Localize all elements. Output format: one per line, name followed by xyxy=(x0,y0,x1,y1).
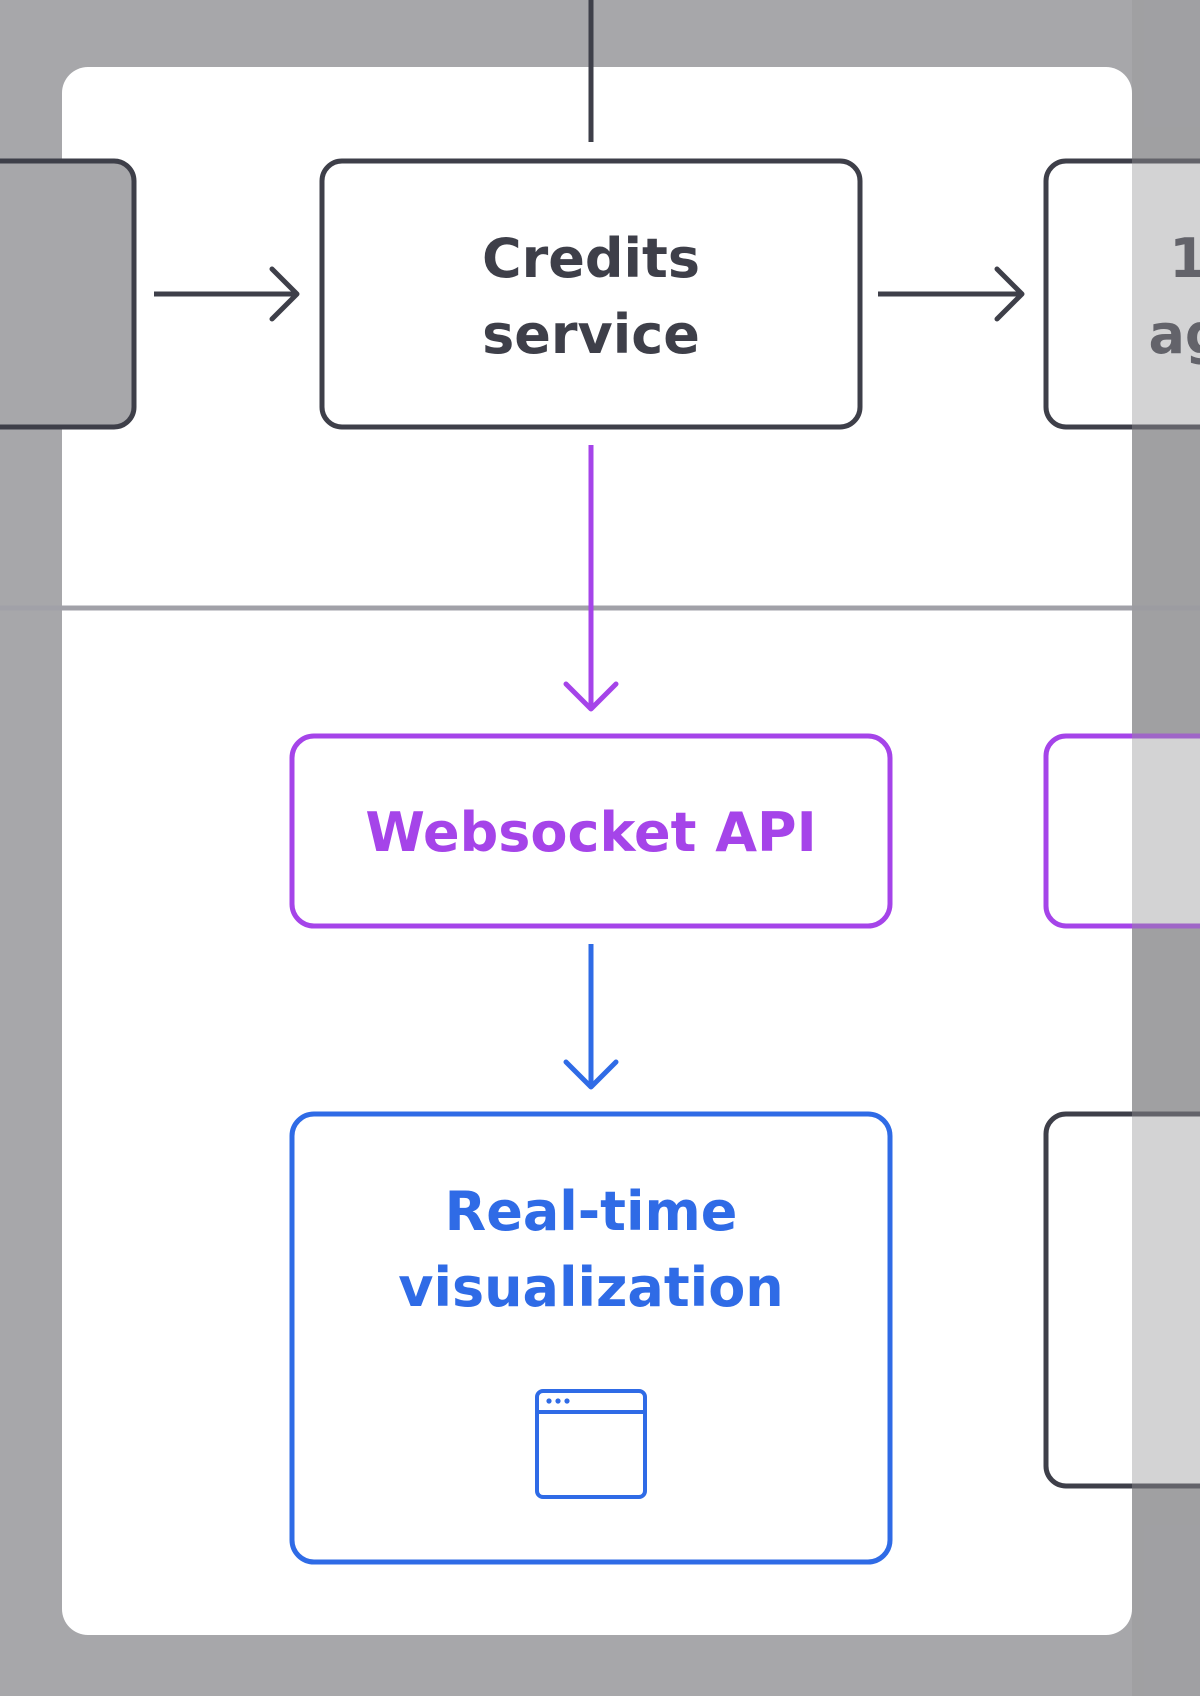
arrow-websocket-to-realtime-head xyxy=(563,1059,619,1090)
right-top-partial-box xyxy=(1043,158,1200,430)
right-top-partial-label-line2: ag xyxy=(1148,303,1200,366)
realtime-visualization-box xyxy=(289,1111,893,1565)
arrow-left-to-credits-head xyxy=(269,266,300,322)
right-middle-partial-box xyxy=(1043,733,1200,929)
credits-service-label-line2: service xyxy=(482,303,700,366)
arrow-credits-to-websocket-head xyxy=(563,681,619,712)
websocket-api-box xyxy=(289,733,893,929)
realtime-visualization-label-line1: Real-time xyxy=(445,1180,738,1243)
credits-service-label-line1: Credits xyxy=(482,227,700,290)
credits-service-box xyxy=(319,158,863,430)
websocket-api-label: Websocket API xyxy=(365,801,816,864)
browser-window-icon xyxy=(535,1389,647,1499)
right-bottom-partial-box xyxy=(1043,1111,1200,1489)
left-partial-box xyxy=(0,158,137,430)
arrow-credits-to-right-head xyxy=(994,266,1025,322)
right-top-partial-label-line1: 1 xyxy=(1169,227,1200,290)
realtime-visualization-label-line2: visualization xyxy=(398,1256,784,1319)
